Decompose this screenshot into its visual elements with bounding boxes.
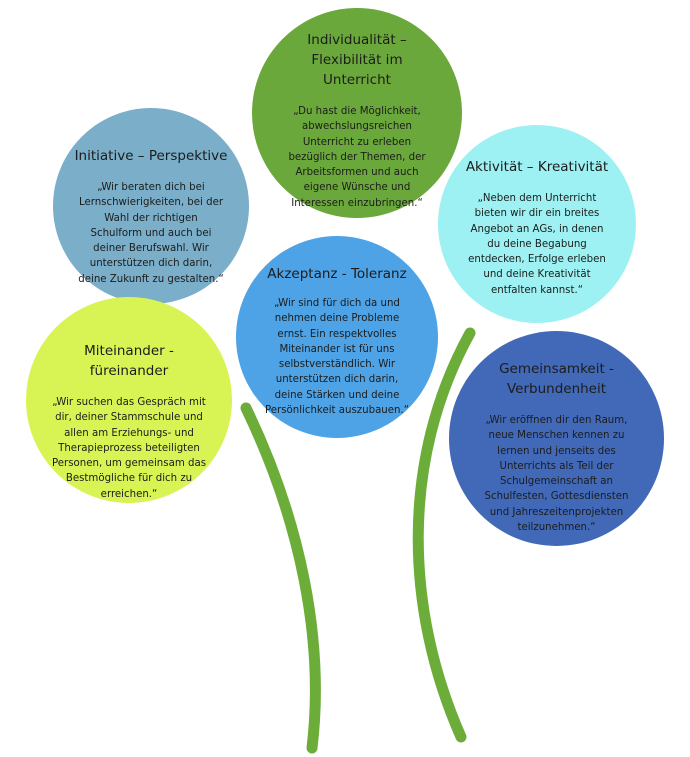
circle-title: Akzeptanz - Toleranz <box>267 266 407 282</box>
circle-title: Gemeinsamkeit - Verbundenheit <box>499 361 614 397</box>
circle-gemeinsamkeit: Gemeinsamkeit - Verbundenheit „Wir eröff… <box>449 331 664 546</box>
circle-title: Aktivität – Kreativität <box>465 159 609 175</box>
circle-initiative: Initiative – Perspektive „Wir beraten di… <box>53 108 249 304</box>
circle-title: Individualität – Flexibilität im Unterri… <box>307 32 407 88</box>
circle-quote: „Wir suchen das Gespräch mit dir, deiner… <box>52 397 206 500</box>
circle-quote: „Wir sind für dich da und nehmen deine P… <box>264 298 410 417</box>
left-stem <box>240 402 321 754</box>
circle-quote: „Wir eröffnen dir den Raum, neue Mensche… <box>484 415 629 534</box>
circle-miteinander: Miteinander - füreinander „Wir suchen da… <box>26 297 232 503</box>
circle-aktivitaet: Aktivität – Kreativität „Neben dem Unter… <box>438 125 636 323</box>
circle-quote: „Neben dem Unterricht bieten wir dir ein… <box>468 193 606 296</box>
circle-title: Initiative – Perspektive <box>74 148 228 164</box>
circle-individualitaet: Individualität – Flexibilität im Unterri… <box>252 8 462 218</box>
circle-akzeptanz: Akzeptanz - Toleranz „Wir sind für dich … <box>236 236 438 438</box>
circle-quote: „Du hast die Möglichkeit, abwechslungsre… <box>288 106 426 209</box>
circle-title: Miteinander - füreinander <box>84 343 174 379</box>
right-stem <box>412 327 476 743</box>
circle-quote: „Wir beraten dich bei Lernschwierigkeite… <box>78 182 224 285</box>
